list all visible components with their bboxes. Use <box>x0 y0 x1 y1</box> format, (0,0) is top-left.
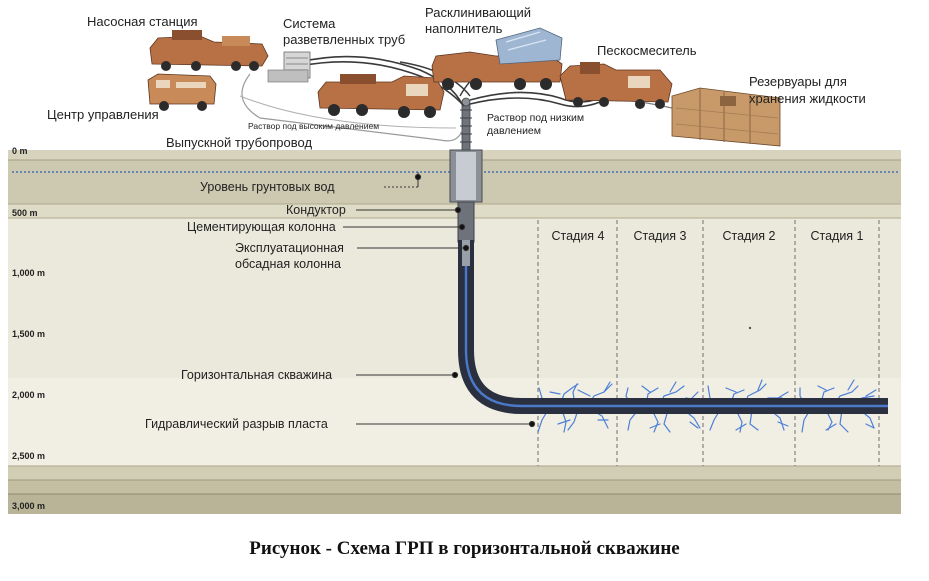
storage-tanks <box>671 87 781 147</box>
label-tanks-2: хранения жидкости <box>749 91 866 106</box>
label-pump-station: Насосная станция <box>87 14 198 29</box>
label-groundwater: Уровень грунтовых вод <box>200 180 335 194</box>
label-high-pressure: Раствор под высоким давлением <box>248 121 379 131</box>
stage-label-2: Стадия 2 <box>722 229 775 243</box>
cement-casing <box>457 201 475 243</box>
stage-label-1: Стадия 1 <box>810 229 863 243</box>
production-casing <box>462 240 470 266</box>
label-frac: Гидравлический разрыв пласта <box>145 417 328 431</box>
depth-label-2000: 2,000 m <box>12 390 45 400</box>
label-flowline: Выпускной трубопровод <box>166 135 312 150</box>
depth-label-500: 500 m <box>12 208 38 218</box>
label-production-casing-2: обсадная колонна <box>235 257 341 271</box>
depth-scale: 0 m 500 m 1,000 m 1,500 m 2,000 m 2,500 … <box>12 146 45 511</box>
layer-lower-1 <box>8 466 901 480</box>
label-proppant-2: наполнитель <box>425 21 503 36</box>
manifold <box>267 51 311 83</box>
label-manifold-2: разветвленных труб <box>283 32 405 47</box>
proppant-truck <box>431 27 563 90</box>
conductor-highlight <box>456 152 476 200</box>
label-blender: Пескосмеситель <box>597 43 697 58</box>
component-labels: Насосная станция Система разветвленных т… <box>47 5 866 431</box>
figure-caption: Рисунок - Схема ГРП в горизонтальной скв… <box>249 538 680 559</box>
label-proppant-1: Расклинивающий <box>425 5 531 20</box>
layer-reservoir <box>8 378 901 466</box>
depth-label-0: 0 m <box>12 146 28 156</box>
wellhead-tree <box>461 103 471 151</box>
label-manifold-1: Система <box>283 16 336 31</box>
stage-dividers <box>537 220 880 466</box>
blender-truck <box>559 62 673 109</box>
layer-lower-2 <box>8 480 901 494</box>
stage-label-3: Стадия 3 <box>633 229 686 243</box>
pump-station-trucks <box>149 30 269 71</box>
layer-middle <box>8 218 901 378</box>
label-control-center: Центр управления <box>47 107 159 122</box>
label-production-casing-1: Эксплуатационная <box>235 241 344 255</box>
depth-label-1500: 1,500 m <box>12 329 45 339</box>
wellbore <box>449 97 888 414</box>
depth-label-2500: 2,500 m <box>12 451 45 461</box>
label-low-pressure-1: Раствор под низким <box>487 112 584 124</box>
leader-lines <box>343 172 536 428</box>
depth-label-3000: 3,000 m <box>12 501 45 511</box>
center-pump-trucks <box>317 74 445 118</box>
ground-layers <box>8 150 901 514</box>
label-tanks-1: Резервуары для <box>749 74 847 89</box>
label-cement-casing: Цементирующая колонна <box>187 220 336 234</box>
label-conductor: Кондуктор <box>286 203 346 217</box>
stage-label-4: Стадия 4 <box>551 229 604 243</box>
control-center-van <box>147 73 217 111</box>
label-low-pressure-2: давлением <box>487 125 541 137</box>
layer-500 <box>8 204 901 218</box>
well-core <box>464 240 888 408</box>
fracture-network <box>537 379 877 433</box>
label-horizontal-well: Горизонтальная скважина <box>181 368 332 382</box>
layer-bottom <box>8 494 901 514</box>
depth-label-1000: 1,000 m <box>12 268 45 278</box>
